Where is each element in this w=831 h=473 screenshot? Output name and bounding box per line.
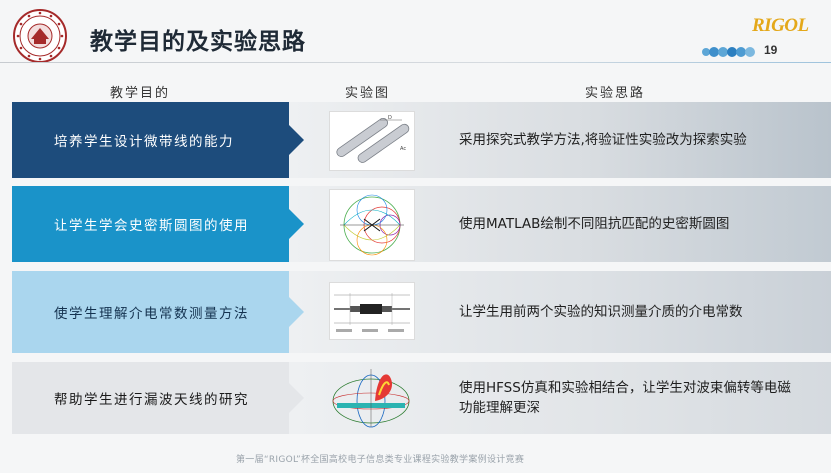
row-arrow	[289, 209, 304, 239]
leaky-wave-antenna-figure	[332, 369, 410, 428]
table-row: 使学生理解介电常数测量方法 让学生用前两个实验的知识测量介质的介电常数	[12, 271, 831, 353]
table-row: 让学生学会史密斯圆图的使用 使用MATLAB绘制不同阻抗匹配的史密斯圆图	[12, 186, 831, 262]
row-approach-cell: D Ac 采用探究式教学方法,将验证性实验改为探索实验	[289, 102, 831, 178]
row-approach-cell: 让学生用前两个实验的知识测量介质的介电常数	[289, 271, 831, 353]
brand-logo-text: RIGOL	[752, 15, 809, 36]
smith-chart-figure	[329, 189, 415, 261]
row-arrow	[289, 383, 304, 413]
row-arrow	[289, 297, 304, 327]
row-goal-cell: 使学生理解介电常数测量方法	[12, 271, 289, 353]
row-approach-cell: 使用MATLAB绘制不同阻抗匹配的史密斯圆图	[289, 186, 831, 262]
header-divider	[0, 62, 831, 63]
page-number: 19	[764, 43, 778, 57]
row-goal-text: 使学生理解介电常数测量方法	[54, 306, 249, 322]
table-row: 培养学生设计微带线的能力 D Ac 采用探究式教学方法,将验证性实验改为探索实验	[12, 102, 831, 178]
row-goal-cell: 帮助学生进行漏波天线的研究	[12, 362, 289, 434]
decorative-dots	[702, 47, 755, 57]
svg-text:Ac: Ac	[400, 146, 406, 152]
row-goal-cell: 让学生学会史密斯圆图的使用	[12, 186, 289, 262]
page-title: 教学目的及实验思路	[90, 29, 306, 55]
svg-text:D: D	[388, 115, 392, 121]
column-header-goal: 教学目的	[110, 86, 171, 101]
university-logo	[13, 9, 67, 63]
row-approach-text: 采用探究式教学方法,将验证性实验改为探索实验	[459, 132, 747, 148]
column-header-figure: 实验图	[345, 86, 391, 101]
row-goal-text: 让学生学会史密斯圆图的使用	[54, 218, 249, 234]
dielectric-measurement-figure	[329, 282, 415, 340]
row-approach-text: 使用MATLAB绘制不同阻抗匹配的史密斯圆图	[459, 216, 730, 232]
row-approach-text: 使用HFSS仿真和实验相结合，让学生对波束偏转等电磁功能理解更深	[459, 380, 791, 416]
row-approach-text: 让学生用前两个实验的知识测量介质的介电常数	[459, 304, 743, 320]
row-goal-cell: 培养学生设计微带线的能力	[12, 102, 289, 178]
row-approach-cell: 使用HFSS仿真和实验相结合，让学生对波束偏转等电磁功能理解更深	[289, 362, 831, 434]
footer-text: 第一届“RIGOL”杯全国高校电子信息类专业课程实验教学案例设计竞赛	[236, 455, 525, 465]
microstrip-line-figure: D Ac	[329, 111, 415, 171]
table-row: 帮助学生进行漏波天线的研究 使用HFSS仿真和实验相结合，让学生对波束偏转等电磁…	[12, 362, 831, 434]
row-goal-text: 帮助学生进行漏波天线的研究	[54, 392, 249, 408]
column-header-approach: 实验思路	[585, 86, 646, 101]
row-goal-text: 培养学生设计微带线的能力	[54, 134, 234, 150]
row-arrow	[289, 125, 304, 155]
